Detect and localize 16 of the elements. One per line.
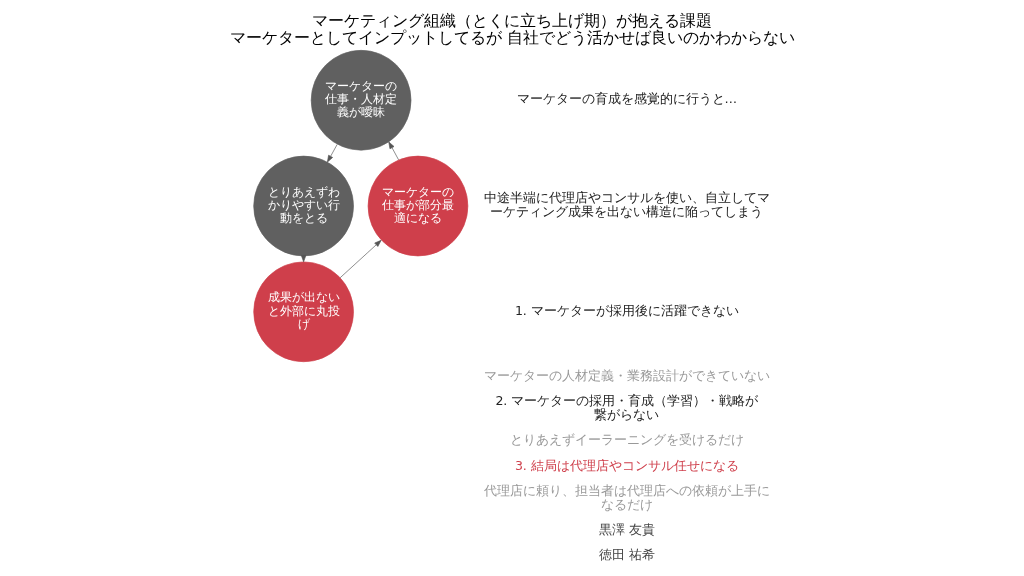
node-circle: 成果が出ないと外部に丸投げ (252, 261, 354, 363)
arrow (326, 143, 338, 163)
label: 徳田 祐希 (598, 546, 655, 562)
label: 黒澤 友貴 (598, 521, 655, 537)
caption: マーケターとしてインプットしてるが 自社でどう活かせば良いのかわからない (229, 28, 795, 48)
label: とりあえずイーラーニングを受けるだけ (509, 432, 744, 448)
node-circle: マーケターの仕事が部分最適になる (367, 155, 468, 257)
label: 2. マーケターの採用・育成（学習）・戦略が繋がらない (494, 393, 758, 423)
label: マーケターの人材定義・業務設計ができていない (483, 368, 770, 384)
label: 代理店に頼り、担当者は代理店への依頼が上手になるだけ (483, 482, 770, 512)
label: 3. 結局は代理店やコンサル任せになる (514, 457, 739, 473)
arrow (387, 141, 399, 161)
arrow (339, 240, 381, 279)
label: 中途半端に代理店やコンサルを使い、自立してマーケティング成果を出ない構造に陥ってしまう (483, 190, 770, 220)
label: マーケターの育成を感覚的に行うと… (516, 91, 737, 107)
label: 1. マーケターが採用後に活躍できない (514, 302, 739, 318)
